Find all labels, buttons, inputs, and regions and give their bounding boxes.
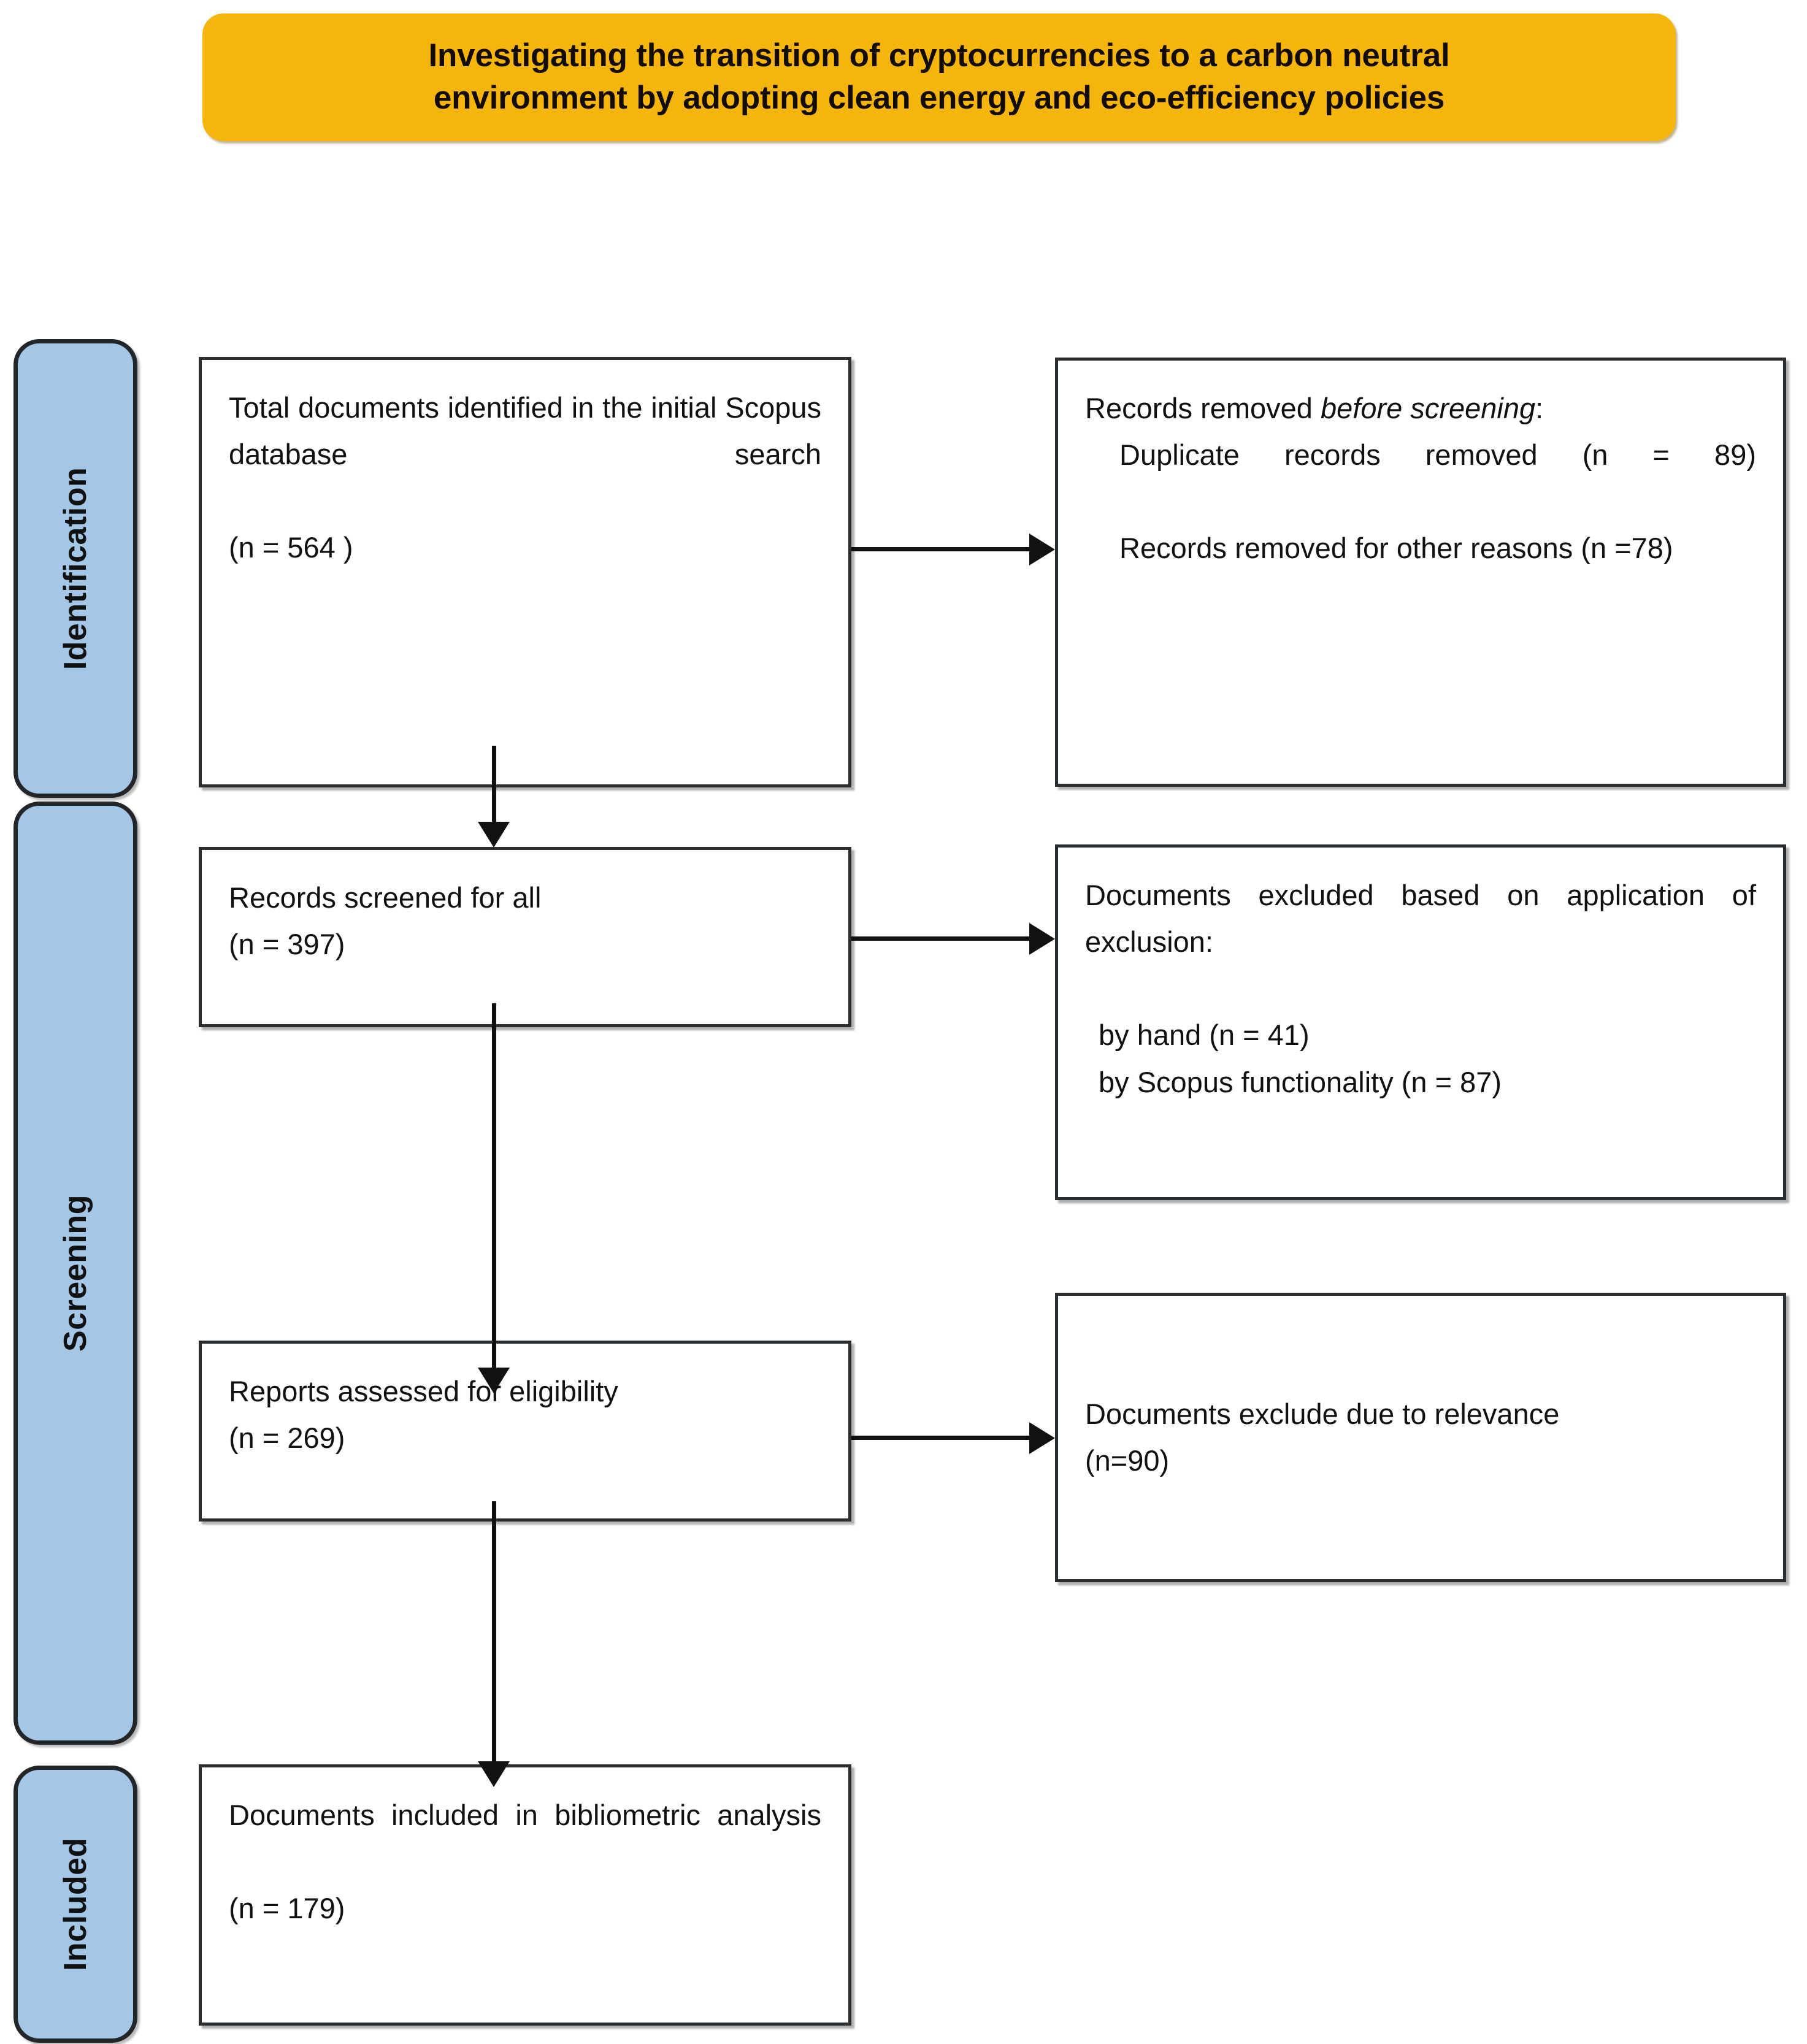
header-banner: Investigating the transition of cryptocu… [202,13,1676,141]
box-records-screened-text: Records screened for all (n = 397) [229,875,821,968]
eligible-line-1: Reports assessed for eligibility [229,1375,618,1407]
phase-label-screening: Screening [58,1195,93,1352]
box-documents-identified-text: Total documents identified in the initia… [229,385,821,572]
removed-heading-italic: before screening [1321,392,1536,424]
identified-count: (n = 564 ) [229,531,353,564]
removed-item-1: Duplicate records removed (n = 89) [1085,432,1756,525]
included-count: (n = 179) [229,1892,345,1925]
box-documents-excluded-text: Documents excluded based on application … [1085,872,1756,1106]
phase-label-identification: Identification [58,467,93,670]
removed-item-1-count: (n = 89) [1582,438,1756,472]
page-title: Investigating the transition of cryptocu… [307,35,1571,120]
box-documents-exclude-relevance: Documents exclude due to relevance (n=90… [1055,1293,1786,1582]
removed-item-2: Records removed for other reasons (n =78… [1119,532,1673,565]
phase-tab-identification: Identification [13,339,137,798]
box-records-screened: Records screened for all (n = 397) [199,847,851,1027]
eligible-count: (n = 269) [229,1422,345,1455]
arrow-identified-to-removed [851,534,1055,565]
arrow-identified-to-screened [478,746,510,849]
excluded-line-1: Documents excluded based on application … [1085,879,1756,959]
phase-tab-included: Included [13,1766,137,2043]
screened-count: (n = 397) [229,928,345,961]
identified-line-1: Total documents identified in the initia… [229,391,821,471]
excluded-item-1: by hand (n = 41) [1099,1019,1310,1052]
arrow-screened-to-eligible [478,1003,510,1396]
title-line-2: environment by adopting clean energy and… [433,80,1445,116]
arrow-eligible-to-relevance [851,1422,1055,1454]
box-reports-assessed-text: Reports assessed for eligibility (n = 26… [229,1368,821,1461]
removed-item-1-label: Duplicate records removed [1119,438,1538,472]
removed-heading: Records removed before screening: [1085,385,1756,432]
phase-tab-screening: Screening [13,802,137,1745]
box-reports-assessed: Reports assessed for eligibility (n = 26… [199,1341,851,1522]
phase-label-included: Included [58,1837,93,1971]
relevance-line-1: Documents exclude due to relevance [1085,1397,1560,1430]
relevance-count: (n=90) [1085,1444,1170,1477]
box-documents-exclude-relevance-text: Documents exclude due to relevance (n=90… [1085,1391,1756,1484]
arrow-eligible-to-included [478,1501,510,1787]
removed-heading-suffix: : [1535,392,1544,424]
box-documents-included-text: Documents included in bibliometric analy… [229,1792,821,1932]
box-documents-excluded: Documents excluded based on application … [1055,844,1786,1200]
excluded-item-2: by Scopus functionality (n = 87) [1099,1065,1502,1098]
box-records-removed: Records removed before screening: Duplic… [1055,358,1786,787]
box-documents-included: Documents included in bibliometric analy… [199,1764,851,2026]
box-documents-identified: Total documents identified in the initia… [199,357,851,787]
included-line-1: Documents included in bibliometric analy… [229,1799,821,1831]
arrow-screened-to-excluded [851,923,1055,955]
screened-line-1: Records screened for all [229,881,542,914]
title-line-1: Investigating the transition of cryptocu… [428,37,1450,74]
box-records-removed-text: Records removed before screening: Duplic… [1085,385,1756,572]
removed-heading-prefix: Records removed [1085,392,1321,424]
